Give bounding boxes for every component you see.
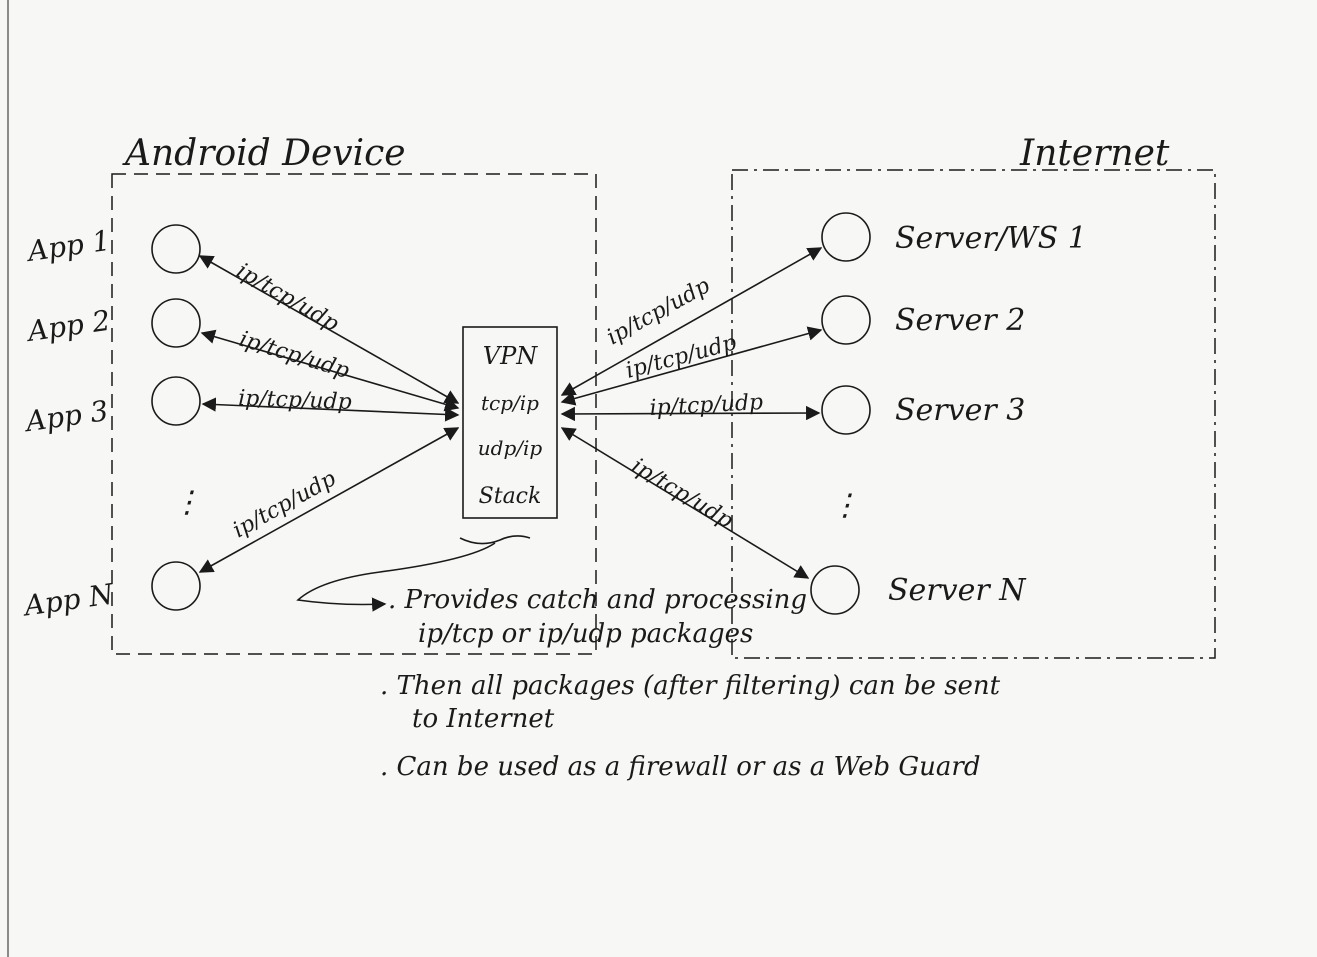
app-label-3: App 3 bbox=[21, 394, 111, 439]
server-links bbox=[560, 247, 823, 579]
app-label-1: App 1 bbox=[23, 224, 113, 269]
server-link-3 bbox=[560, 405, 821, 422]
server-label-2: Server 2 bbox=[895, 303, 1025, 338]
vpn-udp-ip: udp/ip bbox=[478, 436, 543, 460]
app-links bbox=[198, 255, 460, 573]
server-link-labels: ip/tcp/udp ip/tcp/udp ip/tcp/udp ip/tcp/… bbox=[603, 273, 764, 533]
notes-pointer bbox=[296, 535, 531, 605]
vpn-tcp-ip: tcp/ip bbox=[481, 391, 539, 415]
note-line-1: . Provides catch and processing bbox=[388, 585, 807, 615]
vpn-stack-box bbox=[462, 326, 558, 519]
server-link-2 bbox=[560, 326, 823, 406]
app-label-n: App N bbox=[19, 577, 117, 623]
vpn-stack-word: Stack bbox=[479, 484, 542, 509]
device-label: Android Device bbox=[122, 133, 406, 174]
note-line-2: ip/tcp or ip/udp packages bbox=[418, 619, 753, 649]
server-label-1: Server/WS 1 bbox=[895, 221, 1087, 256]
app-ellipsis: ⋮ bbox=[172, 485, 202, 520]
note-line-4: to Internet bbox=[412, 704, 555, 734]
app-node-n bbox=[151, 561, 201, 611]
server-labels: Server/WS 1 Server 2 Server 3 Server N bbox=[888, 221, 1087, 608]
internet-label: Internet bbox=[1019, 133, 1170, 174]
app-labels: App 1 App 2 App 3 App N bbox=[19, 224, 117, 623]
notes: . Provides catch and processing ip/tcp o… bbox=[380, 585, 1001, 782]
server-ellipsis: ⋮ bbox=[830, 488, 860, 523]
note-line-3: . Then all packages (after filtering) ca… bbox=[380, 671, 1001, 701]
server-link-label-n: ip/tcp/udp bbox=[627, 454, 737, 534]
app-link-label-1: ip/tcp/udp bbox=[232, 259, 343, 337]
app-link-label-3: ip/tcp/udp bbox=[238, 386, 352, 415]
vpn-stack-text: VPN tcp/ip udp/ip Stack bbox=[478, 342, 543, 509]
device-boundary bbox=[111, 173, 597, 655]
server-link-label-3: ip/tcp/udp bbox=[649, 390, 764, 421]
app-link-2 bbox=[200, 329, 460, 412]
app-node-3 bbox=[151, 376, 201, 426]
server-nodes bbox=[810, 212, 871, 615]
app-node-1 bbox=[151, 224, 201, 274]
server-label-n: Server N bbox=[888, 573, 1027, 608]
app-node-2 bbox=[151, 298, 201, 348]
server-label-3: Server 3 bbox=[895, 393, 1025, 428]
app-link-label-2: ip/tcp/udp bbox=[236, 327, 352, 384]
app-link-n bbox=[198, 427, 460, 573]
app-label-2: App 2 bbox=[23, 304, 113, 349]
app-link-3 bbox=[201, 397, 460, 422]
server-node-1 bbox=[821, 212, 871, 262]
vpn-title: VPN bbox=[483, 342, 538, 370]
app-link-label-n: ip/tcp/udp bbox=[229, 466, 340, 543]
server-node-2 bbox=[821, 295, 871, 345]
app-link-labels: ip/tcp/udp ip/tcp/udp ip/tcp/udp ip/tcp/… bbox=[229, 259, 352, 544]
server-link-n bbox=[560, 427, 810, 579]
note-line-5: . Can be used as a firewall or as a Web … bbox=[380, 752, 981, 782]
server-node-n bbox=[810, 565, 860, 615]
server-link-1 bbox=[560, 247, 823, 396]
server-node-3 bbox=[821, 385, 871, 435]
server-link-label-2: ip/tcp/udp bbox=[623, 330, 739, 384]
app-nodes bbox=[151, 224, 201, 611]
